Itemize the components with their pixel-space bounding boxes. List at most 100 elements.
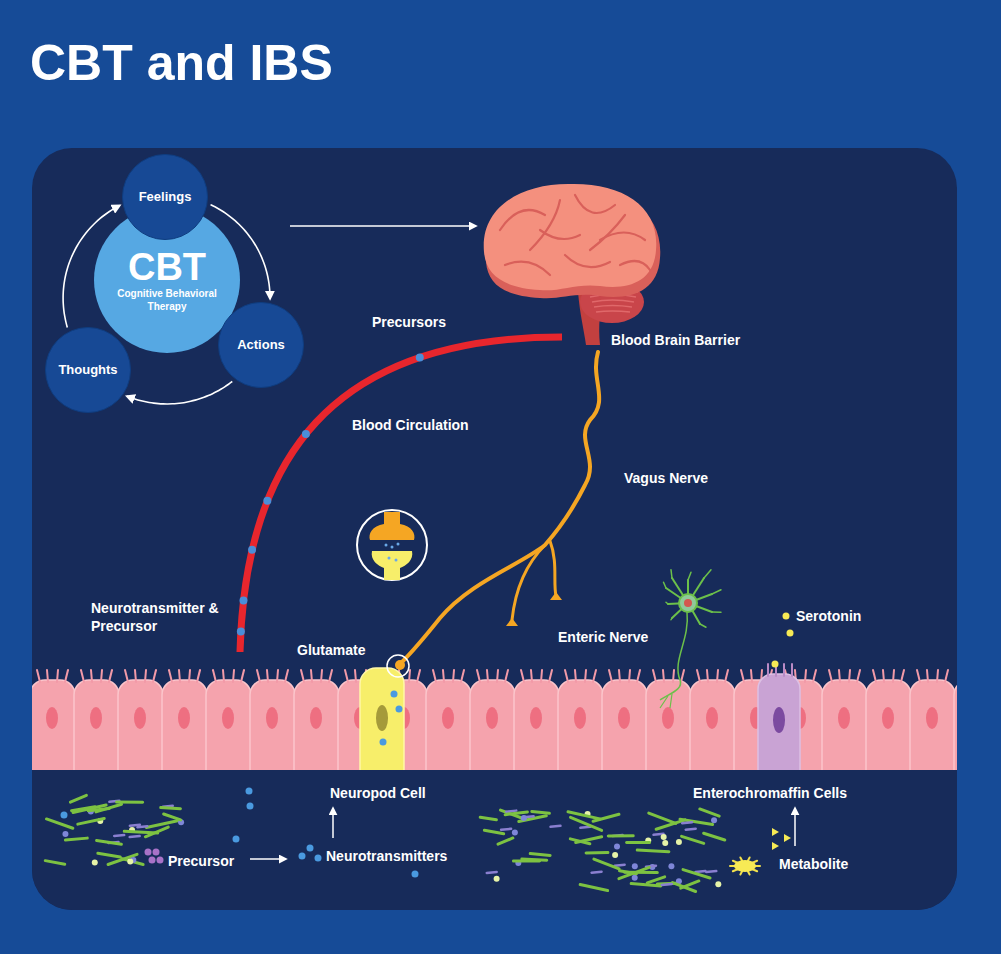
- coccus: [512, 830, 518, 836]
- cell-nucleus: [222, 707, 234, 729]
- cell-nucleus: [134, 707, 146, 729]
- node-label: Actions: [237, 338, 285, 352]
- cell-nucleus: [574, 707, 586, 729]
- rod-bacterium: [586, 851, 608, 854]
- brain-gyrus: [620, 261, 650, 270]
- microvillus: [741, 670, 744, 682]
- microvillus: [609, 670, 612, 682]
- rod-bacterium: [108, 854, 137, 864]
- axon: [660, 612, 687, 700]
- coccus: [127, 859, 133, 865]
- coccus: [668, 863, 674, 869]
- coccus: [632, 863, 638, 869]
- microvillus: [277, 670, 278, 682]
- short-bacterium: [706, 871, 716, 872]
- microvillus: [849, 670, 850, 682]
- brain-gyrus: [505, 262, 550, 275]
- short-bacterium: [487, 872, 497, 873]
- coccus: [661, 834, 667, 840]
- cell-nucleus: [530, 707, 542, 729]
- brain: [484, 184, 661, 345]
- rod-bacterium: [700, 809, 719, 816]
- short-bacterium: [682, 822, 692, 823]
- cerebellum-fold: [596, 311, 630, 312]
- rod-bacterium: [649, 813, 676, 823]
- neuron-body: [679, 594, 697, 612]
- part-label: Blood Brain Barrier: [611, 331, 740, 349]
- microvillus: [153, 670, 156, 682]
- coccus: [632, 875, 638, 881]
- neurotransmitter-dot: [299, 853, 306, 860]
- nerve-ending: [506, 618, 518, 626]
- microvillus: [223, 670, 224, 682]
- serotonin-dot: [787, 630, 794, 637]
- coccus: [92, 860, 98, 866]
- vesicle: [397, 543, 400, 546]
- rod-bacterium: [682, 836, 704, 843]
- microvillus: [565, 670, 568, 682]
- microvillus: [443, 670, 444, 682]
- microvillus: [873, 670, 876, 682]
- rod-bacterium: [681, 881, 699, 888]
- dendrite-tip: [664, 582, 667, 588]
- microvillus: [109, 670, 112, 682]
- microvillus: [47, 670, 48, 682]
- neuropod-nucleus: [376, 705, 388, 731]
- short-bacterium: [137, 826, 147, 827]
- microvillus: [417, 670, 420, 682]
- precursor-dot: [239, 597, 247, 605]
- microvillus: [497, 670, 498, 682]
- rod-bacterium: [146, 821, 177, 828]
- microvillus: [81, 670, 84, 682]
- microvillus: [901, 670, 904, 682]
- rod-bacterium: [594, 859, 619, 869]
- cell-nucleus: [266, 707, 278, 729]
- coccus: [612, 852, 618, 858]
- rod-bacterium: [505, 812, 527, 815]
- dendrite-tip: [671, 618, 672, 620]
- short-bacterium: [662, 884, 672, 885]
- neurotransmitter-dot: [233, 836, 240, 843]
- rod-bacterium: [161, 808, 181, 809]
- part-label: Metabolite: [779, 855, 848, 873]
- microvillus: [145, 670, 146, 682]
- microvillus: [241, 670, 244, 682]
- dendrite-tip: [712, 590, 721, 594]
- neurotransmitter-dot: [246, 788, 253, 795]
- microvillus: [813, 670, 816, 682]
- microvillus: [169, 670, 172, 682]
- neurotransmitter-dot: [307, 845, 314, 852]
- microvillus: [355, 670, 356, 682]
- rod-bacterium: [631, 884, 661, 886]
- cycle-arrow: [127, 381, 232, 403]
- part-label: Neurotransmitters: [326, 847, 447, 865]
- rod-bacterium: [164, 814, 181, 820]
- cbt-to-brain-arrow: [290, 225, 476, 227]
- brain-gyrus: [575, 195, 615, 213]
- microvillus: [783, 664, 785, 676]
- coccus: [494, 876, 500, 882]
- short-bacterium: [695, 871, 705, 872]
- brain-gyrus: [500, 210, 545, 230]
- rod-bacterium: [70, 795, 86, 802]
- metabolite-triangle: [772, 828, 779, 836]
- node-label: Thoughts: [58, 363, 117, 377]
- microvillus: [575, 670, 576, 682]
- cycle-circle: Thoughts: [45, 327, 131, 413]
- neurotransmitter-dot: [61, 812, 68, 819]
- vesicle: [395, 559, 398, 562]
- nerve-ending: [550, 592, 562, 600]
- microvillus: [681, 670, 684, 682]
- microvillus: [839, 670, 840, 682]
- precursor-dot: [157, 857, 164, 864]
- short-bacterium: [501, 829, 511, 830]
- neuropod-arrow: [332, 808, 334, 838]
- glutamate-dot: [396, 706, 403, 713]
- postsynaptic-terminal: [372, 551, 413, 580]
- precursor-dot: [149, 857, 156, 864]
- panel: [32, 148, 957, 910]
- precursor-dot: [248, 546, 256, 554]
- part-label: Enteric Nerve: [558, 628, 648, 646]
- presynaptic-terminal: [370, 512, 415, 540]
